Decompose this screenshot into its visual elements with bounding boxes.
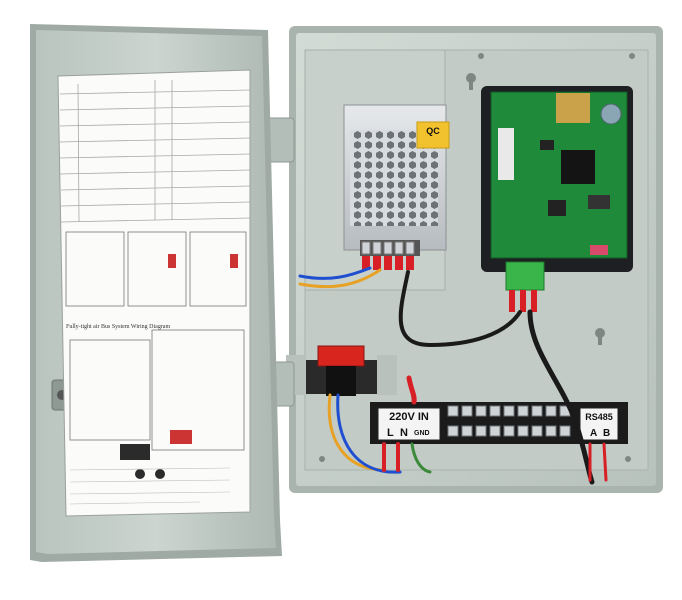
main-terminal-block: 220V IN L N GND RS485 A B: [370, 402, 628, 444]
terminal-n-label: N: [400, 427, 408, 439]
rs485-label: RS485: [585, 412, 613, 422]
wiring-sheet-heading: Fully-tight air Bus System Wiring Diagra…: [66, 324, 170, 330]
terminal-gnd-label: GND: [414, 430, 430, 437]
power-input-label: 220V IN: [389, 411, 429, 423]
rs485-terminal-b-label: B: [603, 428, 610, 439]
rs485-terminal-a-label: A: [590, 428, 597, 439]
psu-terminal-strip: [360, 240, 420, 270]
controller-board: [481, 86, 633, 312]
qc-sticker-label: QC: [426, 126, 440, 136]
terminal-l-label: L: [387, 427, 394, 439]
internal-wiring: [298, 266, 608, 485]
power-supply-unit: QC: [304, 49, 450, 291]
wiring-diagram-sheet: Fully-tight air Bus System Wiring Diagra…: [57, 69, 251, 517]
